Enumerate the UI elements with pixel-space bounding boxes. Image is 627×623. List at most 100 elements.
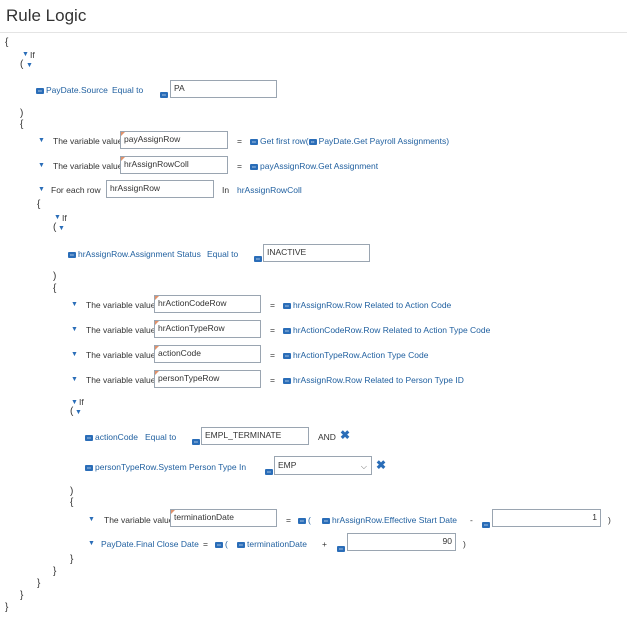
field-icon: ▭: [298, 517, 306, 524]
page-title: Rule Logic: [6, 6, 87, 25]
collapse-icon[interactable]: ▼: [75, 409, 82, 416]
equals-sign: =: [270, 325, 275, 335]
condition-value-input[interactable]: EMPL_TERMINATE: [201, 427, 309, 445]
variable-name-input[interactable]: hrActionCodeRow: [154, 295, 261, 313]
close-brace: }: [37, 578, 41, 589]
field-icon: ▭: [85, 434, 93, 441]
field-icon: ▭: [215, 541, 223, 548]
collapse-icon[interactable]: ▼: [38, 137, 45, 144]
close-paren: ): [20, 108, 24, 119]
equals-sign: =: [286, 515, 291, 525]
expression-link[interactable]: ▭payAssignRow.Get Assignment: [250, 160, 378, 172]
collapse-icon[interactable]: ▼: [88, 540, 95, 547]
open-brace: {: [20, 119, 24, 130]
expression-link[interactable]: ▭terminationDate: [237, 538, 307, 550]
condition-operator[interactable]: Equal to: [112, 85, 144, 95]
equals-sign: =: [270, 300, 275, 310]
in-label: In: [222, 185, 230, 195]
variable-name-input[interactable]: actionCode: [154, 345, 261, 363]
field-icon: ▭: [283, 327, 291, 334]
variable-label: The variable value: [86, 375, 156, 385]
collapse-icon[interactable]: ▼: [58, 225, 65, 232]
remove-condition-x-icon[interactable]: ✖: [340, 428, 351, 442]
field-icon: ▭: [85, 464, 93, 471]
collapse-icon[interactable]: ▼: [26, 62, 33, 69]
condition-operator[interactable]: Equal to: [145, 432, 177, 442]
condition-value-input[interactable]: PA: [170, 80, 277, 98]
condition-operator[interactable]: Equal to: [207, 249, 239, 259]
if-label: If: [30, 50, 35, 60]
condition-value-input[interactable]: INACTIVE: [263, 244, 370, 262]
variable-label: The variable value: [53, 136, 123, 146]
variable-name-input[interactable]: hrAssignRowColl: [120, 156, 228, 174]
expression-link[interactable]: ▭Get first row(▭PayDate.Get Payroll Assi…: [250, 135, 449, 147]
function-link[interactable]: ▭(: [215, 538, 228, 550]
minus-operator: -: [470, 515, 473, 525]
plus-operator: +: [322, 539, 327, 549]
collapse-icon[interactable]: ▼: [71, 376, 78, 383]
for-each-label: For each row: [51, 185, 101, 195]
condition-left-field[interactable]: ▭actionCode: [85, 431, 138, 443]
equals-sign: =: [270, 350, 275, 360]
field-icon: ▭: [265, 463, 275, 481]
field-icon: ▭: [337, 540, 347, 558]
collapse-icon[interactable]: ▼: [71, 351, 78, 358]
collapse-icon[interactable]: ▼: [38, 162, 45, 169]
loop-variable-input[interactable]: hrAssignRow: [106, 180, 214, 198]
variable-name-input[interactable]: hrActionTypeRow: [154, 320, 261, 338]
collapse-icon[interactable]: ▼: [54, 214, 61, 221]
close-brace: }: [70, 554, 74, 565]
variable-name-input[interactable]: personTypeRow: [154, 370, 261, 388]
condition-left-field[interactable]: ▭PayDate.Source: [36, 84, 108, 96]
collapse-icon[interactable]: ▼: [22, 51, 29, 58]
collapse-icon[interactable]: ▼: [71, 399, 78, 406]
function-link[interactable]: ▭(: [298, 514, 311, 526]
number-input[interactable]: 90: [347, 533, 456, 551]
number-input[interactable]: 1: [492, 509, 601, 527]
variable-name-input[interactable]: payAssignRow: [120, 131, 228, 149]
variable-name-input[interactable]: terminationDate: [170, 509, 277, 527]
system-person-type-select[interactable]: EMP⌵: [274, 456, 372, 475]
field-icon: ▭: [283, 352, 291, 359]
open-paren: (: [70, 406, 74, 417]
condition-left-field[interactable]: ▭personTypeRow.System Person Type: [85, 461, 237, 473]
open-paren: (: [20, 59, 24, 70]
field-icon: ▭: [160, 86, 170, 104]
collapse-icon[interactable]: ▼: [71, 301, 78, 308]
expression-link[interactable]: ▭hrAssignRow.Row Related to Person Type …: [283, 374, 464, 386]
collection-link[interactable]: hrAssignRowColl: [237, 185, 302, 195]
expression-link[interactable]: ▭hrActionCodeRow.Row Related to Action T…: [283, 324, 490, 336]
field-icon: ▭: [250, 138, 258, 145]
if-label: If: [62, 213, 67, 223]
close-paren: ): [608, 515, 611, 525]
expression-link[interactable]: ▭hrActionTypeRow.Action Type Code: [283, 349, 428, 361]
equals-sign: =: [237, 161, 242, 171]
assign-target-link[interactable]: PayDate.Final Close Date: [101, 539, 199, 549]
condition-left-field[interactable]: ▭hrAssignRow.Assignment Status: [68, 248, 201, 260]
variable-label: The variable value: [86, 300, 156, 310]
collapse-icon[interactable]: ▼: [71, 326, 78, 333]
field-icon: ▭: [322, 517, 330, 524]
remove-condition-x-icon[interactable]: ✖: [376, 458, 387, 472]
expression-link[interactable]: ▭hrAssignRow.Row Related to Action Code: [283, 299, 451, 311]
collapse-icon[interactable]: ▼: [88, 516, 95, 523]
open-brace: {: [53, 283, 57, 294]
close-brace: }: [5, 602, 9, 613]
chevron-down-icon: ⌵: [360, 462, 367, 471]
condition-operator[interactable]: In: [239, 462, 247, 472]
expression-link[interactable]: ▭hrAssignRow.Effective Start Date: [322, 514, 457, 526]
if-label: If: [79, 397, 84, 407]
field-icon: ▭: [192, 433, 202, 451]
field-icon: ▭: [237, 541, 245, 548]
variable-label: The variable value: [86, 325, 156, 335]
field-icon: ▭: [254, 250, 264, 268]
field-icon: ▭: [308, 138, 317, 145]
field-icon: ▭: [482, 516, 492, 534]
variable-label: The variable value: [53, 161, 123, 171]
field-icon: ▭: [283, 377, 291, 384]
collapse-icon[interactable]: ▼: [38, 186, 45, 193]
close-brace: }: [53, 566, 57, 577]
and-connector: AND: [318, 432, 336, 442]
close-paren: ): [463, 539, 466, 549]
open-brace: {: [37, 199, 41, 210]
